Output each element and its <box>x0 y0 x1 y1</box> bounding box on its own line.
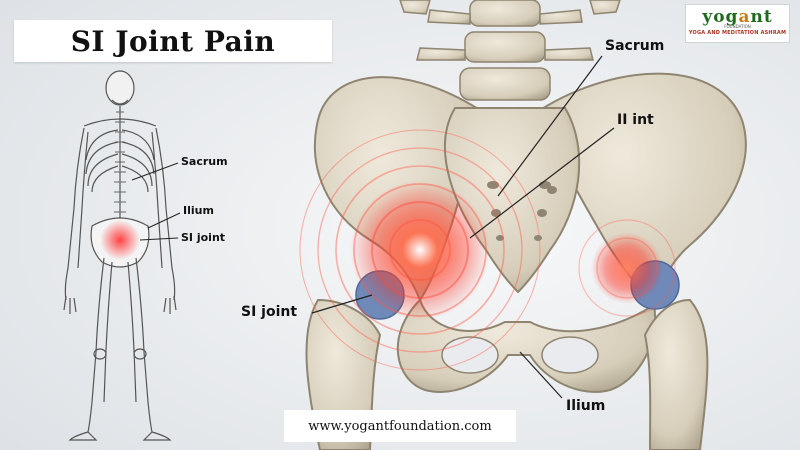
small-pain-glow <box>100 220 140 260</box>
small-label-si-joint: SI joint <box>181 231 226 244</box>
small-label-sacrum: Sacrum <box>181 155 228 168</box>
pelvis-illustration <box>305 0 747 450</box>
pain-glow-right <box>591 232 663 304</box>
label-ii-int: II int <box>617 112 654 128</box>
logo-wordmark: yogant <box>702 7 773 27</box>
label-si-joint: SI joint <box>241 304 298 320</box>
logo-subtitle: YOGA AND MEDITATION ASHRAM <box>688 30 787 36</box>
pain-glow-left <box>350 180 490 320</box>
title-banner: SI Joint Pain <box>14 20 332 62</box>
website-url: www.yogantfoundation.com <box>308 418 492 434</box>
pelvis-leaders <box>311 55 615 399</box>
yogant-logo: yogant FOUNDATION YOGA AND MEDITATION AS… <box>685 4 790 43</box>
label-ilium: Ilium <box>566 398 606 414</box>
website-banner: www.yogantfoundation.com <box>284 410 516 442</box>
small-label-ilium: Ilium <box>183 204 214 217</box>
label-sacrum: Sacrum <box>605 38 665 54</box>
page-title: SI Joint Pain <box>70 24 276 58</box>
logo-foundation-text: FOUNDATION <box>724 24 751 29</box>
small-figure-leaders <box>131 162 181 241</box>
